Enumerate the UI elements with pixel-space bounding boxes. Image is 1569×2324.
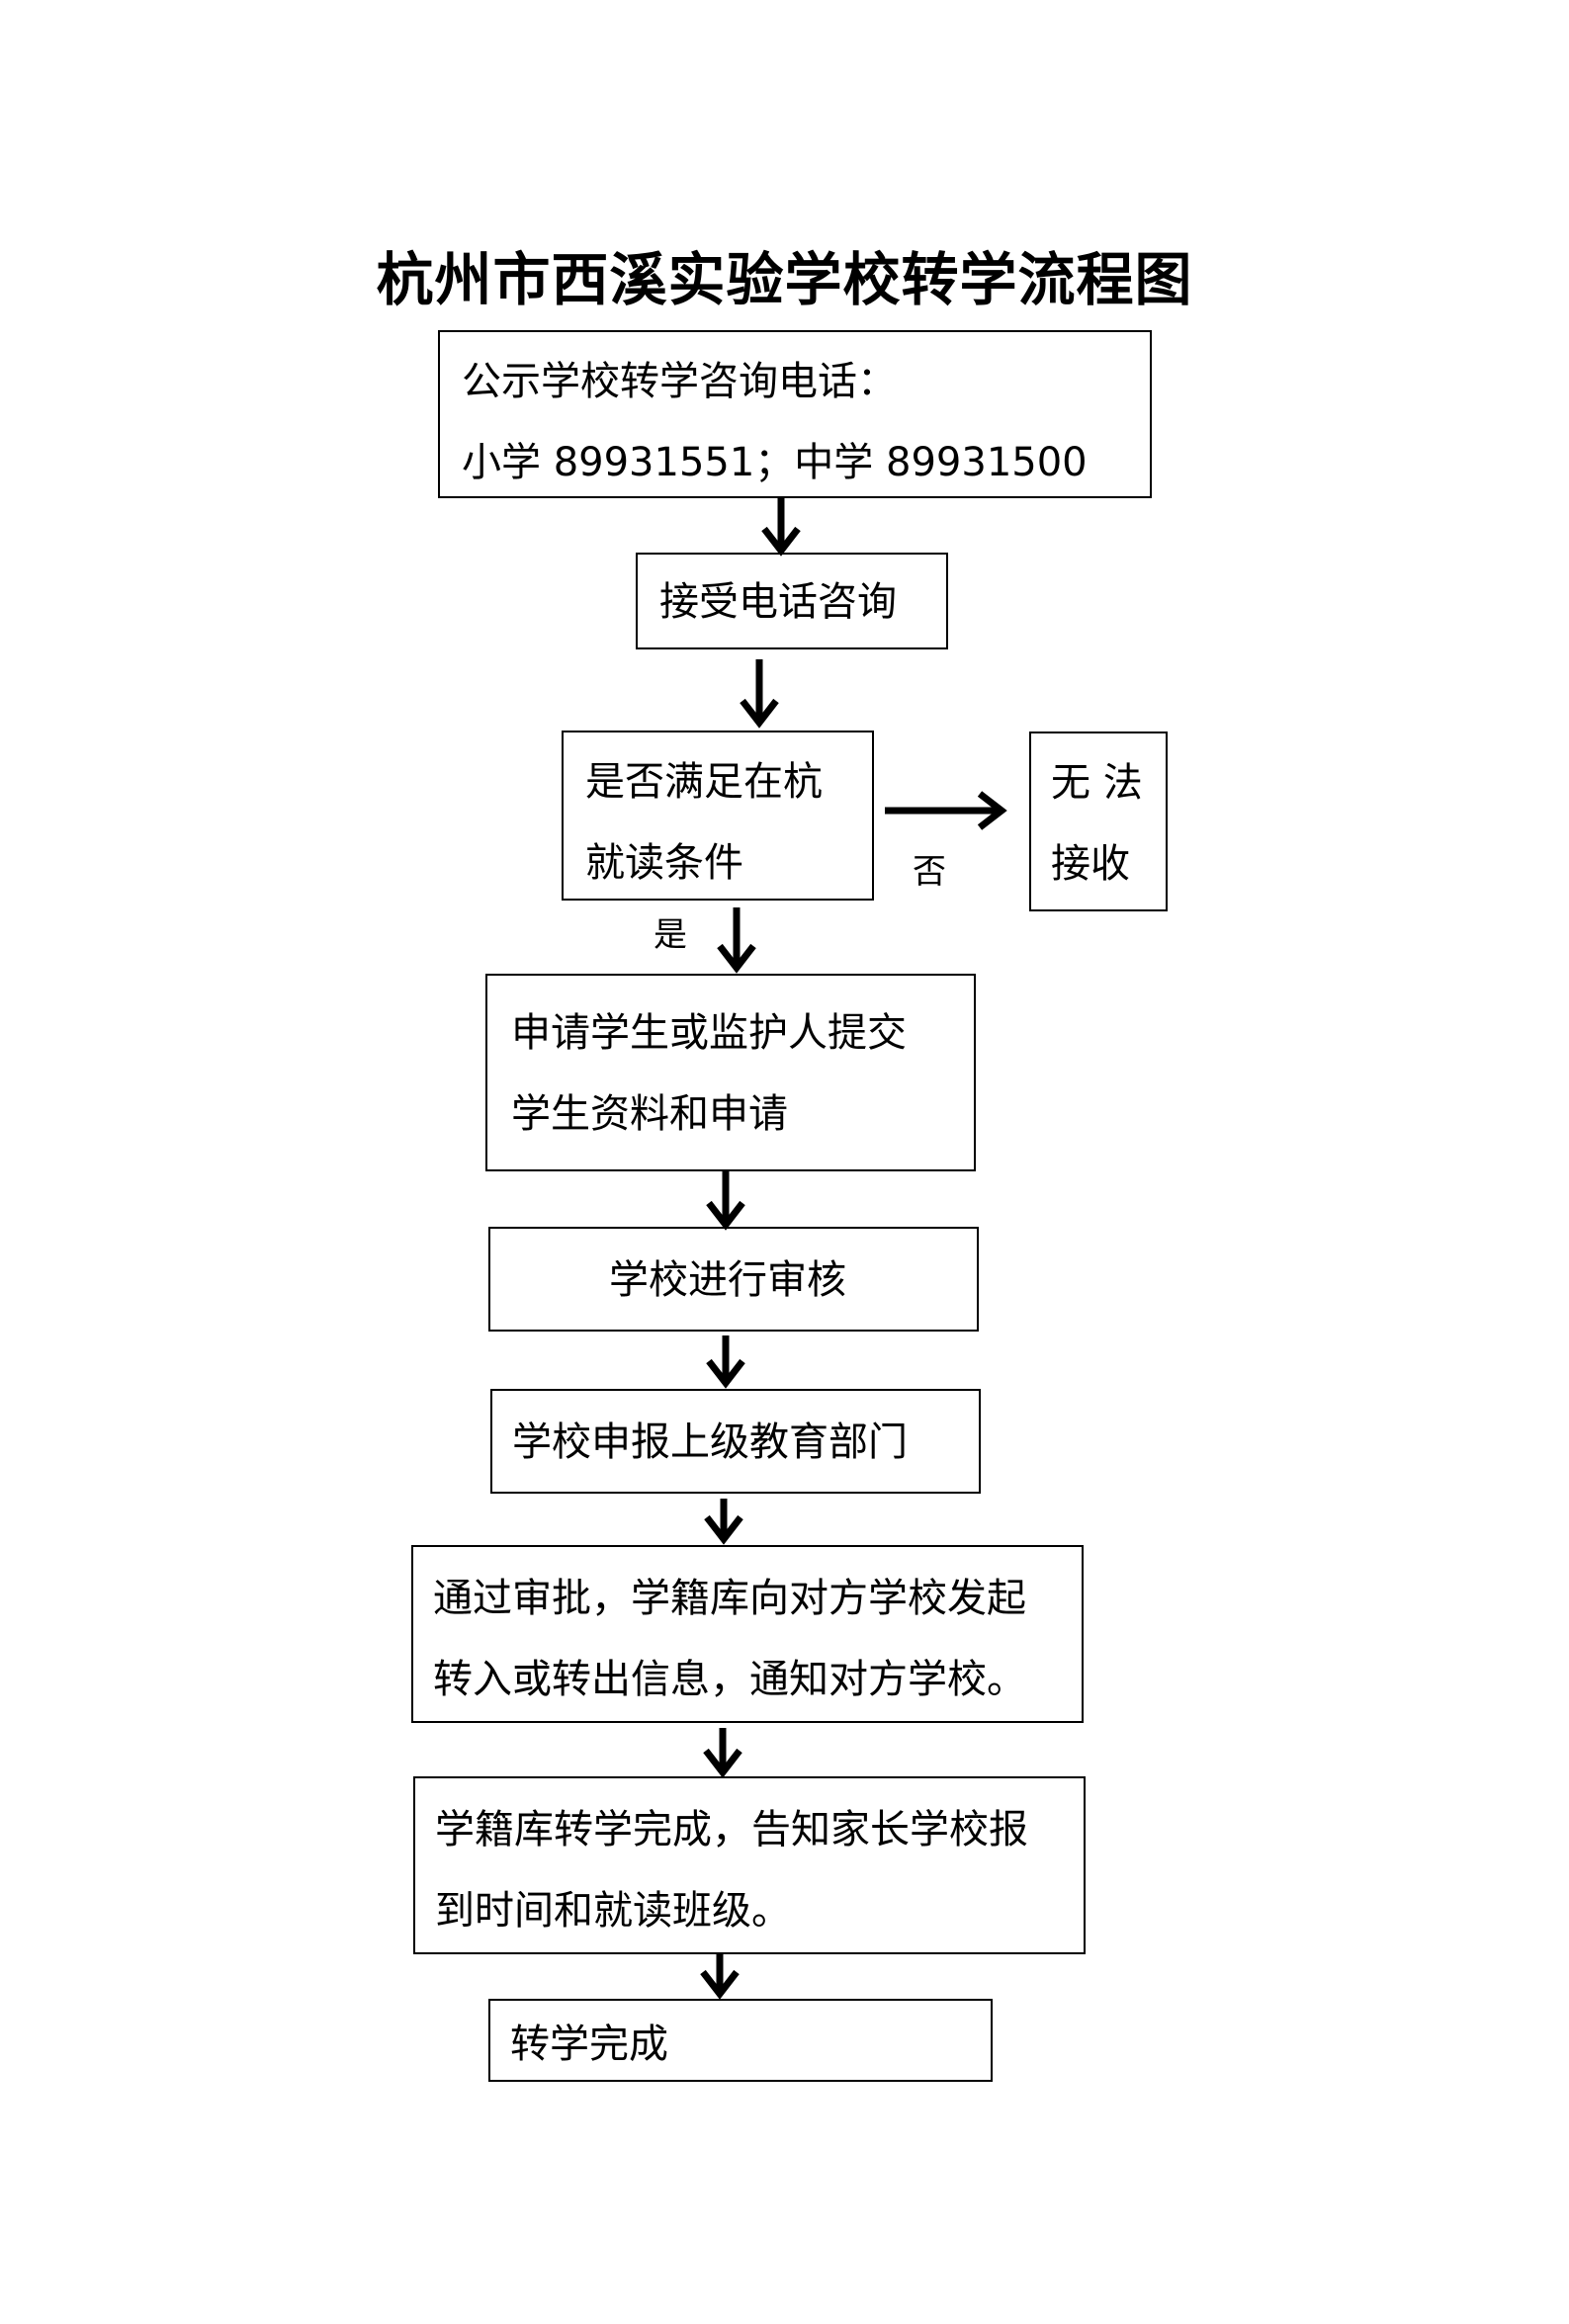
- arrow-report-to-approval: [704, 1499, 743, 1545]
- condition-box: 是否满足在杭 就读条件: [562, 731, 874, 901]
- arrow-submit-to-review: [706, 1171, 745, 1231]
- arrow-consult-to-condition: [740, 659, 779, 729]
- submit-line1: 申请学生或监护人提交: [511, 1010, 907, 1056]
- report-label: 学校申报上级教育部门: [512, 1420, 908, 1465]
- condition-line1: 是否满足在杭: [585, 759, 823, 805]
- reject-box: 无 法 接收: [1029, 732, 1168, 911]
- notify-line1: 学籍库转学完成，告知家长学校报: [435, 1807, 1028, 1852]
- phone-consult-box: 接受电话咨询: [636, 553, 948, 649]
- arrow-condition-to-submit: [717, 907, 756, 974]
- yes-branch-label: 是: [654, 915, 687, 955]
- approval-line2: 转入或转出信息，通知对方学校。: [433, 1657, 1026, 1702]
- notify-line2: 到时间和就读班级。: [435, 1888, 791, 1934]
- done-box: 转学完成: [488, 1999, 993, 2082]
- done-label: 转学完成: [510, 2022, 668, 2067]
- publish-phone-box: 公示学校转学咨询电话： 小学 89931551；中学 89931500: [438, 330, 1152, 498]
- school-review-label: 学校进行审核: [609, 1257, 846, 1303]
- publish-phone-line2: 小学 89931551；中学 89931500: [462, 440, 1088, 485]
- report-box: 学校申报上级教育部门: [490, 1389, 981, 1494]
- no-branch-label: 否: [913, 852, 946, 892]
- notify-box: 学籍库转学完成，告知家长学校报 到时间和就读班级。: [413, 1776, 1086, 1954]
- arrow-approval-to-notify: [703, 1728, 742, 1778]
- school-review-box: 学校进行审核: [488, 1227, 979, 1332]
- submit-materials-box: 申请学生或监护人提交 学生资料和申请: [485, 974, 976, 1171]
- submit-line2: 学生资料和申请: [511, 1091, 788, 1137]
- phone-consult-label: 接受电话咨询: [659, 579, 897, 625]
- condition-line2: 就读条件: [585, 840, 743, 886]
- reject-line1: 无 法: [1051, 760, 1143, 806]
- approval-line1: 通过审批，学籍库向对方学校发起: [433, 1576, 1026, 1621]
- arrow-notify-to-done: [700, 1954, 740, 2000]
- page-title: 杭州市西溪实验学校转学流程图: [376, 246, 1193, 313]
- publish-phone-line1: 公示学校转学咨询电话：: [462, 359, 897, 404]
- reject-line2: 接收: [1051, 841, 1130, 887]
- arrow-condition-to-reject: [885, 791, 1007, 830]
- arrow-publish-to-consult: [761, 498, 801, 557]
- arrow-review-to-report: [706, 1335, 745, 1389]
- approval-box: 通过审批，学籍库向对方学校发起 转入或转出信息，通知对方学校。: [411, 1545, 1084, 1723]
